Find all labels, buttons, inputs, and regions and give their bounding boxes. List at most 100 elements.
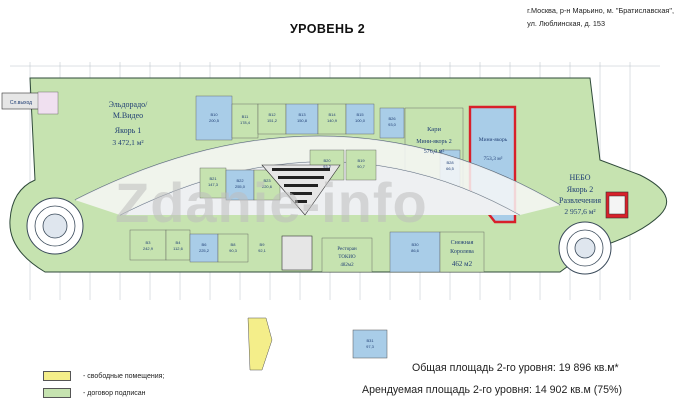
unit-b10-code: B10 [210,112,218,117]
unit-b3-area: 242,9 [143,246,154,251]
unit-b11[interactable] [231,103,259,139]
unit-b22-code: B22 [236,178,244,183]
snow-queen-area: 462 м2 [452,260,473,268]
unit-b10-area: 200,5 [209,118,220,123]
unit-b23-code: B23 [263,178,271,183]
external-unit-2[interactable] [352,329,388,359]
lower-escalator [281,235,313,271]
unit-b28-code: B28 [446,160,454,165]
anchor2-line3: Развлечения [559,196,601,205]
restaurant-line2: ТОКИО [338,255,356,260]
unit-b4[interactable] [165,229,191,261]
unit-b12[interactable] [257,103,287,135]
anchor1-line1: Эльдорадо/ [109,100,149,109]
unit-b4-area: 112,6 [173,246,183,251]
mini-anchor-free-label: Мини-якорь [479,137,508,143]
unit-b12-area: 151,2 [267,118,278,123]
snow-queen-line1: Снежная [451,240,474,246]
unit-b31-code: B31 [366,338,374,343]
unit-b11-code: B11 [242,114,250,119]
unit-b31-area: 97,3 [366,344,375,349]
watermark: Zdanie-info [115,171,428,234]
kari-line1: Кари [427,126,441,133]
unit-b21[interactable] [199,167,227,199]
unit-b13-code: B13 [298,112,306,117]
unit-b20-code: B20 [323,158,331,163]
total-area: Общая площадь 2-го уровня: 19 896 кв.м* [412,362,619,374]
unit-b26-area: 93,0 [388,122,397,127]
unit-b9-code: B9 [260,242,266,247]
unit-b15[interactable] [345,103,375,135]
external-unit-1[interactable] [247,317,273,371]
address-line-1: г.Москва, р-н Марьино, м. "Братиславская… [527,6,674,15]
kari-line2: Мини-якорь 2 [416,139,452,145]
legend-signed-label: - договор подписан [83,389,146,397]
anchor1-line3: Якорь 1 [115,126,141,135]
unit-b14-code: B14 [328,112,336,117]
unit-b3[interactable] [129,229,167,261]
unit-b9-area: 92,1 [258,248,267,253]
unit-b14[interactable] [317,103,347,135]
left-atrium [26,197,84,255]
unit-b22[interactable] [225,169,255,201]
unit-b19-area: 90,7 [357,164,366,169]
legend-free-label: - свободные помещения; [83,372,165,380]
right-atrium [558,221,612,275]
unit-b15-area: 100,0 [355,118,366,123]
unit-b6-code: B6 [202,242,208,247]
unit-b4-code: B4 [176,240,182,245]
anchor1-area: 3 472,1 м² [112,138,144,147]
rentable-area: Арендуемая площадь 2-го уровня: 14 902 к… [362,384,622,396]
atrium-gallery [75,136,560,215]
unit-b26[interactable] [379,107,405,139]
unit-b8[interactable] [217,233,249,263]
kari-area: 576,0 м² [424,149,445,155]
unit-b8-code: B8 [231,242,237,247]
anchor2-escalator-inner [608,195,626,215]
unit-b26-code: B26 [388,116,396,121]
anchor2-area: 2 957,6 м² [564,207,596,216]
unit-b8-area: 90,3 [229,248,238,253]
unit-b6-area: 225,2 [199,248,210,253]
unit-b14-area: 140,9 [327,118,338,123]
address-block: г.Москва, р-н Марьино, м. "Братиславская… [527,4,674,30]
unit-b3-code: B3 [146,240,152,245]
legend-signed-swatch [43,388,71,398]
unit-pink [37,91,59,115]
address-line-2: ул. Люблинская, д. 153 [527,19,606,28]
unit-b19[interactable] [345,149,377,181]
unit-b19-code: B19 [357,158,365,163]
escalator-steps [272,168,330,203]
unit-b13[interactable] [285,103,319,135]
legend-signed: - договор подписан [43,388,146,398]
anchor2-line2: Якорь 2 [567,185,593,194]
mini-anchor-free-area: 753,3 м² [484,156,503,162]
legend-free: - свободные помещения; [43,371,164,381]
unit-b28-area: 66,5 [446,166,455,171]
restaurant-area: 482м2 [340,263,354,268]
service-exit-label: Сл.выход [10,100,32,106]
unit-b6[interactable] [189,233,219,263]
restaurant-tokio[interactable] [321,237,373,273]
unit-b23-area: 220,6 [262,184,273,189]
unit-b30-area: 86,6 [411,248,420,253]
legend-free-swatch [43,371,71,381]
restaurant-line1: Ресторан [337,247,357,252]
snow-queen[interactable] [439,231,485,273]
unit-b13-area: 150,8 [297,118,308,123]
unit-b21-area: 147,3 [208,182,219,187]
unit-b11-area: 178,4 [240,120,251,125]
unit-b30-code: B30 [411,242,419,247]
unit-b15-code: B15 [356,112,364,117]
page-title: УРОВЕНЬ 2 [290,22,366,36]
snow-queen-line2: Королева [450,249,474,255]
unit-b21-code: B21 [209,176,217,181]
unit-b12-code: B12 [268,112,276,117]
unit-b10[interactable] [195,95,233,141]
unit-b22-area: 255,0 [235,184,246,189]
anchor2-line1: НЕБО [570,173,591,182]
unit-b20-area: 93,2 [323,164,332,169]
anchor1-line2: М.Видео [113,111,143,120]
